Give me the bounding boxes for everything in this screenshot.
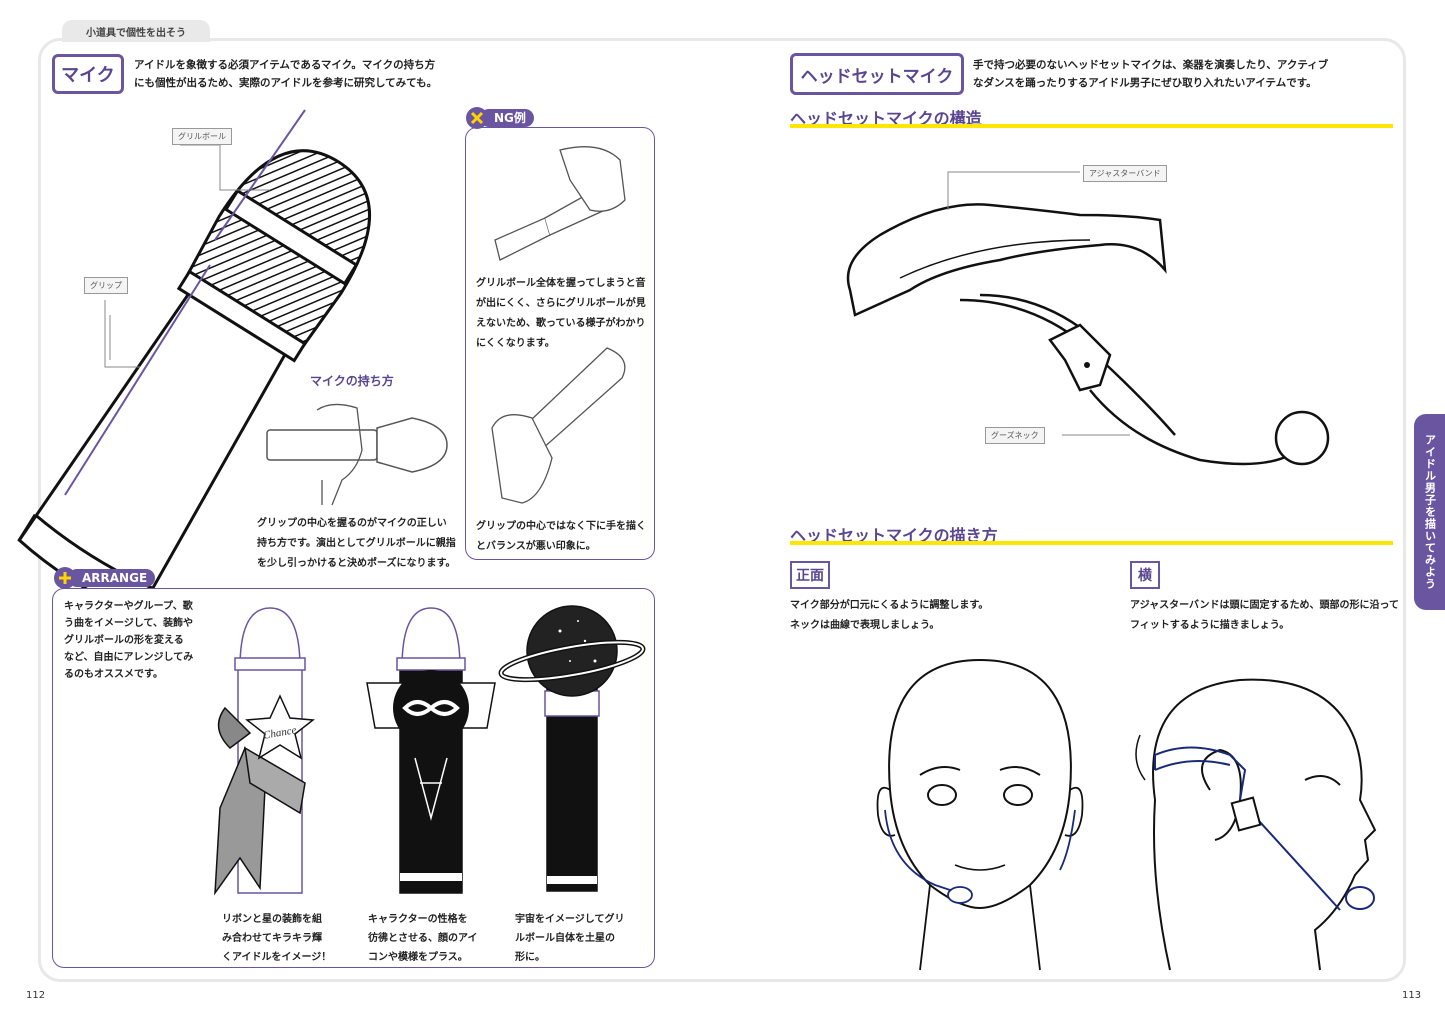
caption-line: 形に。: [515, 952, 545, 963]
caption-line: み合わせてキラキラ輝: [222, 933, 322, 944]
hold-text-line: を少し引っかけると決めポーズになります。: [257, 558, 456, 569]
headset-intro-line: なダンスを踊ったりするアイドル男子にぜひ取り入れたいアイテムです。: [973, 77, 1317, 89]
arrange-caption-2: キャラクターの性格を 彷彿とさせる、顔のアイ コンや模様をプラス。: [368, 910, 498, 967]
caption-line: キャラクターの性格を: [368, 914, 468, 925]
ng-text-1: グリルボール全体を握ってしまうと音 が出にくく、さらにグリルボールが見 えないた…: [476, 274, 651, 354]
headset-heading: ヘッドセットマイク: [790, 53, 964, 95]
mic-intro-line: にも個性が出るため、実際のアイドルを参考に研究してみても。: [134, 77, 438, 89]
arrange-badge: ARRANGE: [54, 567, 156, 589]
x-icon: [466, 107, 488, 129]
mic-heading: マイク: [52, 54, 124, 94]
hold-title: マイクの持ち方: [310, 374, 394, 388]
mic-heading-text: マイク: [61, 65, 115, 86]
caption-line: ルボール自体を土星の: [515, 933, 615, 944]
neck-label: グーズネック: [985, 427, 1045, 444]
caption-line: 宇宙をイメージしてグリ: [515, 914, 625, 925]
hold-text-line: 持ち方です。演出としてグリルボールに親指: [257, 538, 456, 549]
character-face-mic-illustration: [366, 607, 496, 894]
arrange-caption-3: 宇宙をイメージしてグリ ルボール自体を土星の 形に。: [515, 910, 645, 967]
side-label-text: 横: [1138, 568, 1152, 584]
ng-badge-label: NG例: [480, 109, 534, 127]
front-label: 正面: [790, 561, 830, 589]
side-label: 横: [1130, 561, 1160, 589]
structure-title: ヘッドセットマイクの構造: [790, 109, 982, 128]
arrange-intro-line: るのもオススメです。: [64, 669, 163, 680]
ng-text-line: グリルボール全体を握ってしまうと音: [476, 278, 646, 289]
ng-badge: NG例: [466, 107, 534, 129]
page-number-right: 113: [1402, 990, 1422, 1001]
side-text: アジャスターバンドは頭に固定するため、頭部の形に沿って フィットするように描きま…: [1130, 596, 1400, 636]
draw-title: ヘッドセットマイクの描き方: [790, 526, 998, 545]
front-text-line: マイク部分が口元にくるように調整します。: [790, 600, 989, 611]
arrange-intro-line: う曲をイメージして、装飾や: [64, 618, 193, 629]
ng-text-line: が出にくく、さらにグリルボールが見: [476, 298, 646, 309]
ng-text-2: グリップの中心ではなく下に手を描く とバランスが悪い印象に。: [476, 517, 656, 557]
arrange-badge-label: ARRANGE: [68, 569, 156, 587]
caption-line: リボンと星の装飾を組: [222, 914, 322, 925]
side-text-line: フィットするように描きましょう。: [1130, 620, 1290, 631]
hand-holding-mic-illustration: [266, 403, 448, 506]
mic-intro-line: アイドルを象徴する必須アイテムであるマイク。マイクの持ち方: [134, 59, 436, 71]
arrange-intro-line: など、自由にアレンジしてみ: [64, 652, 194, 663]
chapter-tab: 小道具で個性を出そう: [62, 20, 210, 42]
headset-structure-illustration: [846, 171, 1330, 466]
page-number-left: 112: [26, 990, 46, 1001]
side-text-line: アジャスターバンドは頭に固定するため、頭部の形に沿って: [1130, 600, 1399, 611]
ribbon-star-mic-illustration: Chance: [214, 607, 315, 896]
caption-line: くアイドルをイメージ！: [222, 952, 332, 963]
hold-text: グリップの中心を握るのがマイクの正しい 持ち方です。演出としてグリルボールに親指…: [257, 514, 467, 574]
front-face-headset-illustration: [876, 658, 1084, 971]
grip-label: グリップ: [84, 277, 128, 294]
hold-text-line: グリップの中心を握るのがマイクの正しい: [257, 518, 447, 529]
ng-grip-too-high-illustration: [494, 146, 626, 261]
headset-intro: 手で持つ必要のないヘッドセットマイクは、楽器を演奏したり、アクティブ なダンスを…: [973, 56, 1333, 92]
ng-grip-too-low-illustration: [491, 347, 626, 504]
headset-heading-text: ヘッドセットマイク: [800, 66, 954, 87]
structure-rule: [790, 124, 1393, 128]
caption-line: コンや模様をプラス。: [368, 952, 468, 963]
arrange-caption-1: リボンと星の装飾を組 み合わせてキラキラ輝 くアイドルをイメージ！: [222, 910, 352, 967]
headset-intro-line: 手で持つ必要のないヘッドセットマイクは、楽器を演奏したり、アクティブ: [973, 59, 1329, 71]
band-label: アジャスターバンド: [1083, 165, 1167, 182]
arrange-intro: キャラクターやグループ、歌 う曲をイメージして、装飾や グリルボールの形を変える…: [64, 598, 204, 683]
arrange-intro-line: グリルボールの形を変える: [64, 635, 184, 646]
ng-text-line: グリップの中心ではなく下に手を描く: [476, 521, 646, 532]
side-face-headset-illustration: [1135, 678, 1377, 971]
front-text: マイク部分が口元にくるように調整します。 ネックは曲線で表現しましょう。: [790, 596, 1110, 636]
plus-icon: [54, 567, 76, 589]
side-tab: アイドル男子を描いてみよう: [1414, 414, 1445, 610]
arrange-intro-line: キャラクターやグループ、歌: [64, 601, 193, 612]
front-text-line: ネックは曲線で表現しましょう。: [790, 620, 940, 631]
star-text: Chance: [262, 724, 297, 742]
front-label-text: 正面: [796, 568, 824, 584]
saturn-mic-illustration: [498, 605, 646, 892]
ng-text-line: にくくなります。: [476, 338, 555, 349]
mic-intro: アイドルを象徴する必須アイテムであるマイク。マイクの持ち方 にも個性が出るため、…: [134, 56, 454, 92]
caption-line: 彷彿とさせる、顔のアイ: [368, 933, 478, 944]
grill-label: グリルボール: [172, 128, 232, 145]
ng-text-line: とバランスが悪い印象に。: [476, 541, 596, 552]
ng-text-line: えないため、歌っている様子がわかり: [476, 318, 646, 329]
microphone-illustration: [17, 109, 371, 617]
draw-rule: [790, 541, 1393, 545]
